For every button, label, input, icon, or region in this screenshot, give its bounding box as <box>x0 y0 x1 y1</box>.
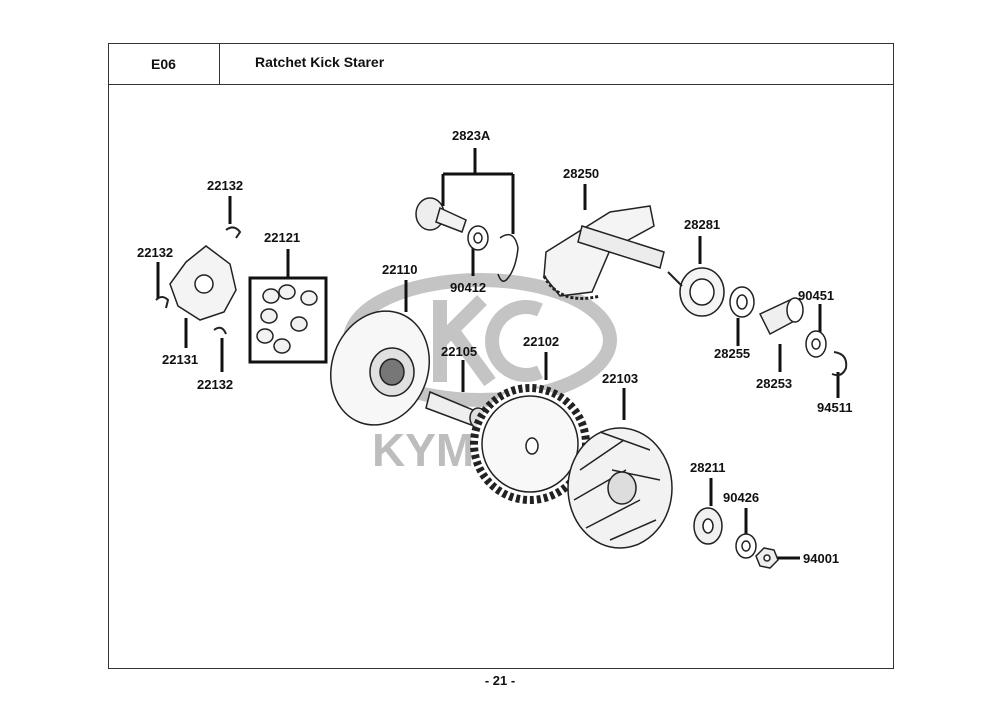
label-94511: 94511 <box>817 400 852 415</box>
label-90451: 90451 <box>798 288 834 303</box>
washer-90451 <box>805 330 827 358</box>
washer-28255 <box>729 286 755 318</box>
circlip-94511 <box>831 351 848 377</box>
washer-90412 <box>467 225 489 251</box>
label-2823A: 2823A <box>452 128 491 143</box>
leader-lines <box>156 148 840 560</box>
label-22110: 22110 <box>382 262 417 277</box>
header-divider <box>220 84 894 85</box>
label-22121: 22121 <box>264 230 300 245</box>
bushing-28253 <box>758 297 804 336</box>
drive-face-22110 <box>329 310 431 426</box>
diagram-title: Ratchet Kick Starer <box>255 54 385 70</box>
roller-set-22121 <box>248 276 328 364</box>
ramp-plate-22131 <box>169 245 237 321</box>
plate-28211 <box>693 507 723 545</box>
label-22102: 22102 <box>523 334 559 349</box>
diagram-frame <box>108 43 894 669</box>
label-94001: 94001 <box>803 551 839 566</box>
label-90426: 90426 <box>723 490 759 505</box>
label-28253: 28253 <box>756 376 792 391</box>
spring-clip-2823A <box>497 233 519 282</box>
starter-pinion-2823A <box>415 197 467 233</box>
label-22131: 22131 <box>162 352 198 367</box>
label-28281: 28281 <box>684 217 720 232</box>
label-90412: 90412 <box>450 280 486 295</box>
label-22132-top: 22132 <box>207 178 243 193</box>
return-spring-28281 <box>667 267 725 317</box>
starter-gear-22102 <box>470 384 590 504</box>
label-22132-left: 22132 <box>137 245 173 260</box>
nut-94001 <box>755 547 779 569</box>
label-22132-bottom: 22132 <box>197 377 233 392</box>
fan-22103 <box>567 427 673 549</box>
page-number: - 21 - <box>484 673 516 688</box>
washer-90426 <box>735 533 757 559</box>
kick-spindle-28250 <box>542 205 665 300</box>
section-code: E06 <box>108 43 220 85</box>
label-28255: 28255 <box>714 346 750 361</box>
label-28250: 28250 <box>563 166 599 181</box>
clips-22132 <box>155 226 242 335</box>
label-22103: 22103 <box>602 371 638 386</box>
label-28211: 28211 <box>690 460 725 475</box>
label-22105: 22105 <box>441 344 477 359</box>
